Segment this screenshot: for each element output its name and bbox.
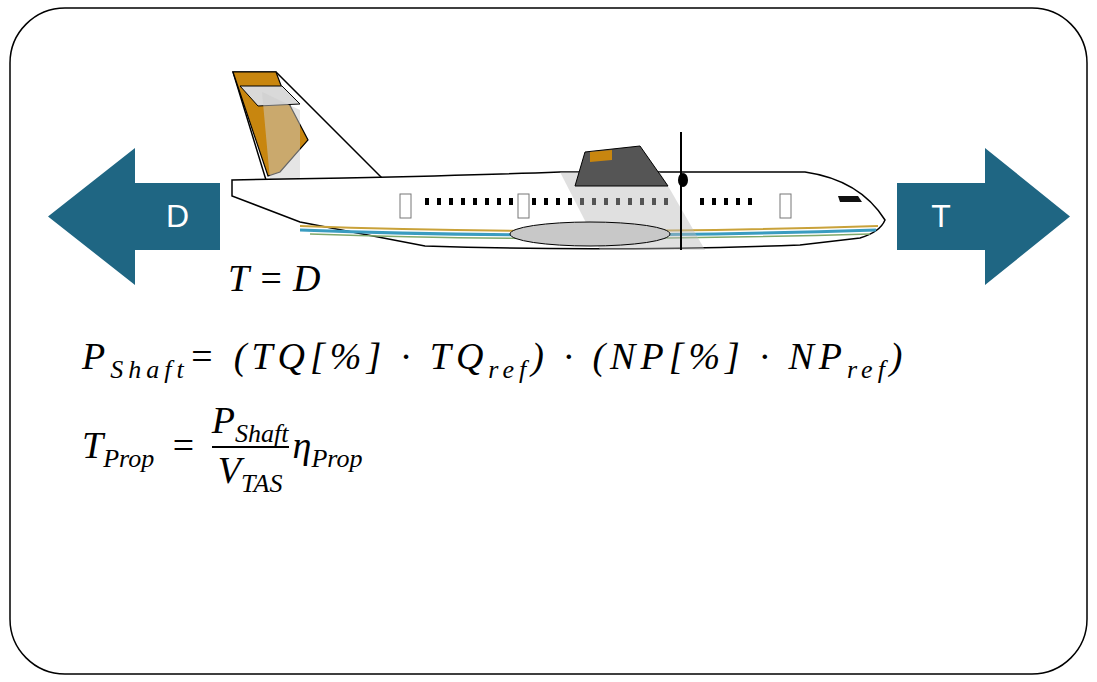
equation: TProp=PShaftVTASηProp — [82, 398, 362, 492]
arrow-shape — [48, 148, 220, 285]
fraction: PShaftVTAS — [212, 398, 289, 492]
equation-subscript: ref — [488, 355, 531, 385]
arrow-fill — [48, 148, 220, 285]
equation: T = D — [228, 256, 321, 300]
arrow-fill — [897, 148, 1070, 285]
equation-subscript: Prop — [311, 444, 362, 474]
numerator: PShaft — [212, 398, 289, 442]
denominator: VTAS — [218, 448, 283, 492]
equation-term: ηProp — [293, 423, 363, 467]
arrow-shape — [897, 148, 1070, 285]
equation-subscript: TAS — [241, 469, 282, 499]
equation-text: P — [212, 398, 235, 442]
equation-text: ) · (NP[%] · NP — [531, 334, 847, 378]
equation-subscript: ref — [847, 355, 890, 385]
force-label: D — [135, 183, 220, 250]
frame — [10, 8, 1087, 674]
force-arrow: T — [897, 148, 1070, 285]
equation-subscript: Prop — [103, 444, 154, 474]
force-arrow: D — [48, 148, 220, 285]
equation: PShaft= (TQ[%] · TQref) · (NP[%] · NPref… — [82, 334, 908, 378]
equation-text: = (TQ[%] · TQ — [189, 334, 489, 378]
equation-subscript: Shaft — [235, 419, 288, 449]
equation-text: T — [82, 423, 103, 467]
equation-text: P — [82, 334, 110, 378]
equation-term: T = D — [228, 256, 321, 300]
equation-text: η — [293, 423, 312, 467]
equation-text: V — [218, 448, 241, 492]
equation-text: ) — [890, 334, 908, 378]
force-label: T — [897, 183, 985, 250]
equation-term: TProp — [82, 423, 154, 467]
equation-term: = — [170, 423, 196, 467]
equation-text: T = D — [228, 256, 321, 300]
equation-subscript: Shaft — [110, 355, 188, 385]
equation-text: = — [170, 423, 196, 467]
aircraft — [232, 72, 885, 250]
equation-term: PShaft= (TQ[%] · TQref) · (NP[%] · NPref… — [82, 334, 908, 378]
